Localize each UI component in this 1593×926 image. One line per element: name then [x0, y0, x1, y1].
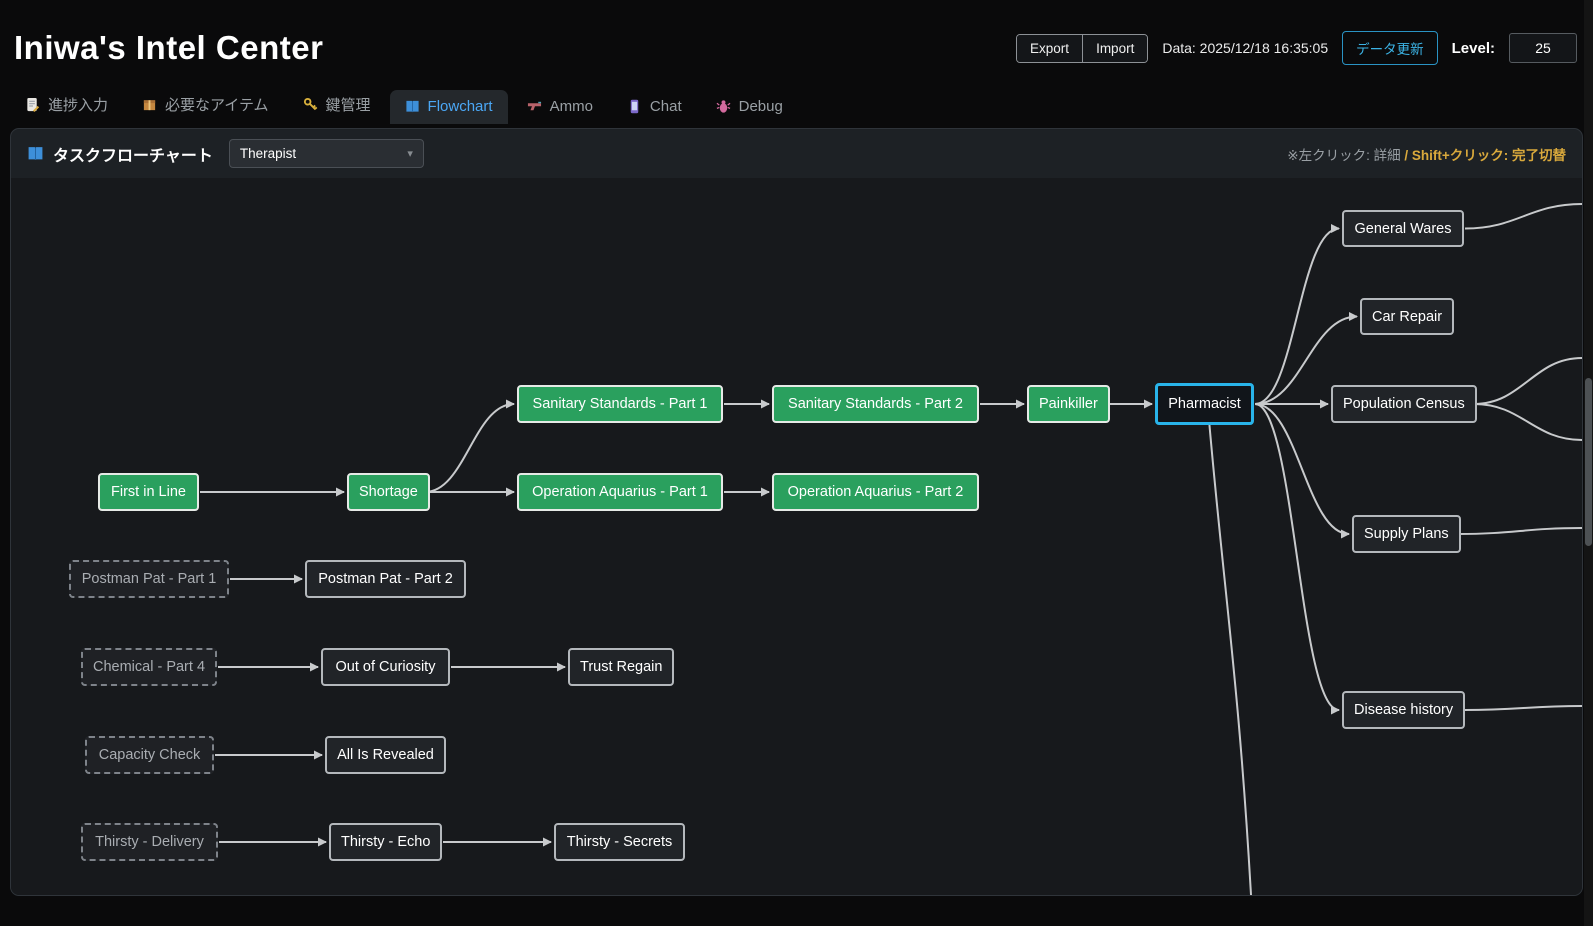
export-import-group: Export Import: [1016, 34, 1148, 63]
import-button[interactable]: Import: [1082, 35, 1147, 62]
edge-disease-history-exit: [1465, 706, 1582, 710]
chat-icon: [627, 99, 642, 114]
node-general-wares[interactable]: General Wares: [1342, 210, 1464, 247]
gun-icon: [527, 99, 542, 114]
node-sanitary-2[interactable]: Sanitary Standards - Part 2: [772, 385, 979, 423]
page-scrollbar-thumb[interactable]: [1585, 378, 1592, 546]
tab-debug[interactable]: Debug: [701, 90, 798, 124]
panel-title-label: タスクフローチャート: [53, 142, 213, 166]
node-painkiller[interactable]: Painkiller: [1027, 385, 1110, 423]
node-aquarius-2[interactable]: Operation Aquarius - Part 2: [772, 473, 979, 511]
tab-label: Flowchart: [428, 98, 493, 115]
hint-left-click: ※左クリック: 詳細: [1287, 148, 1400, 163]
edge-pharmacist-exit: [1209, 425, 1251, 895]
node-shortage[interactable]: Shortage: [347, 473, 430, 511]
tab-label: 必要なアイテム: [165, 94, 269, 115]
edge-supply-plans-exit: [1458, 528, 1582, 534]
flowchart-panel-header: タスクフローチャート Therapist ▾ ※左クリック: 詳細 / Shif…: [11, 129, 1582, 178]
click-hints: ※左クリック: 詳細 / Shift+クリック: 完了切替: [1287, 144, 1566, 164]
data-timestamp: Data: 2025/12/18 16:35:05: [1162, 40, 1328, 56]
data-refresh-button[interactable]: データ更新: [1342, 31, 1438, 65]
hint-shift-click: / Shift+クリック: 完了切替: [1401, 148, 1566, 163]
node-disease-history[interactable]: Disease history: [1342, 691, 1465, 729]
node-all-is-revealed[interactable]: All Is Revealed: [325, 736, 446, 774]
node-postman-1[interactable]: Postman Pat - Part 1: [69, 560, 229, 598]
node-thirsty-delivery[interactable]: Thirsty - Delivery: [81, 823, 218, 861]
node-postman-2[interactable]: Postman Pat - Part 2: [305, 560, 466, 598]
node-trust-regain[interactable]: Trust Regain: [568, 648, 674, 686]
tab-chat[interactable]: Chat: [612, 90, 697, 124]
tab-label: Ammo: [550, 98, 593, 115]
tab-label: 進捗入力: [48, 94, 108, 115]
flowchart-panel: タスクフローチャート Therapist ▾ ※左クリック: 詳細 / Shif…: [10, 128, 1583, 896]
tab-bar: 進捗入力 必要なアイテム 鍵管理 Flowchart Ammo Chat Debug: [0, 86, 1593, 124]
export-button[interactable]: Export: [1017, 35, 1082, 62]
tab-progress[interactable]: 進捗入力: [10, 86, 123, 124]
tab-label: Debug: [739, 98, 783, 115]
book-icon: [27, 145, 44, 162]
node-thirsty-secrets[interactable]: Thirsty - Secrets: [554, 823, 685, 861]
node-car-repair[interactable]: Car Repair: [1360, 298, 1454, 335]
trader-select[interactable]: Therapist ▾: [229, 139, 424, 168]
node-population-census[interactable]: Population Census: [1331, 385, 1477, 423]
tab-flowchart[interactable]: Flowchart: [390, 90, 508, 124]
node-first-in-line[interactable]: First in Line: [98, 473, 199, 511]
package-icon: [142, 97, 157, 112]
node-capacity-check[interactable]: Capacity Check: [85, 736, 214, 774]
tab-items[interactable]: 必要なアイテム: [127, 86, 284, 124]
node-thirsty-echo[interactable]: Thirsty - Echo: [329, 823, 442, 861]
node-aquarius-1[interactable]: Operation Aquarius - Part 1: [517, 473, 723, 511]
trader-select-value: Therapist: [240, 146, 296, 161]
memo-icon: [25, 97, 40, 112]
key-icon: [303, 97, 318, 112]
tab-ammo[interactable]: Ammo: [512, 90, 608, 124]
edge-population-census-exit: [1474, 404, 1582, 440]
page-scrollbar[interactable]: [1584, 0, 1593, 926]
node-chemical-4[interactable]: Chemical - Part 4: [81, 648, 217, 686]
tab-label: Chat: [650, 98, 682, 115]
chevron-down-icon: ▾: [407, 147, 413, 160]
node-sanitary-1[interactable]: Sanitary Standards - Part 1: [517, 385, 723, 423]
edge-general-wares-exit: [1465, 204, 1582, 229]
tab-keys[interactable]: 鍵管理: [288, 86, 386, 124]
flowchart-edges: [11, 178, 1582, 895]
node-out-of-curiosity[interactable]: Out of Curiosity: [321, 648, 450, 686]
edge-population-census-exit: [1474, 358, 1582, 404]
node-supply-plans[interactable]: Supply Plans: [1352, 515, 1461, 553]
tab-label: 鍵管理: [326, 94, 371, 115]
book-icon: [405, 99, 420, 114]
top-bar: Iniwa's Intel Center Export Import Data:…: [0, 0, 1593, 86]
flowchart-canvas: First in Line Shortage Sanitary Standards …: [11, 178, 1582, 895]
panel-title: タスクフローチャート: [27, 142, 213, 166]
top-controls: Export Import Data: 2025/12/18 16:35:05 …: [1016, 31, 1577, 65]
edge-shortage-to-sanitary-1: [425, 404, 514, 492]
edge-pharmacist-to-supply-plans: [1255, 404, 1349, 534]
level-label: Level:: [1452, 40, 1495, 57]
app-title: Iniwa's Intel Center: [14, 29, 323, 67]
bug-icon: [716, 99, 731, 114]
edge-pharmacist-to-disease-history: [1255, 404, 1339, 710]
edge-pharmacist-to-general-wares: [1255, 229, 1339, 405]
level-input[interactable]: [1509, 33, 1577, 63]
node-pharmacist[interactable]: Pharmacist: [1155, 383, 1254, 425]
